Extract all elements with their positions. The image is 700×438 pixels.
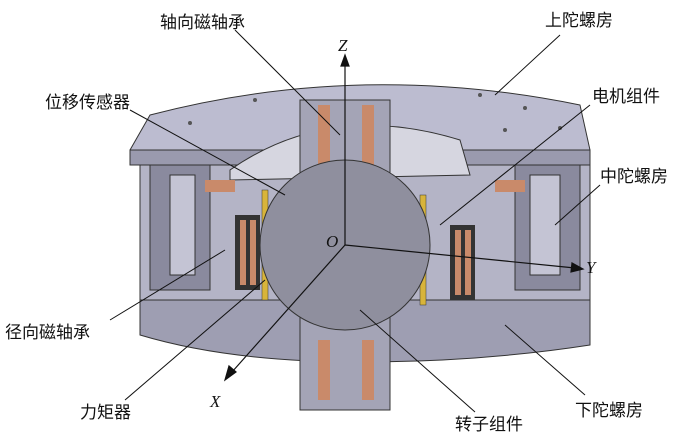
label-radial-bearing: 径向磁轴承	[5, 323, 90, 343]
label-lower-housing: 下陀螺房	[575, 401, 643, 421]
label-upper-housing: 上陀螺房	[545, 11, 613, 31]
label-middle-housing: 中陀螺房	[600, 167, 668, 187]
origin-label: O	[326, 232, 339, 251]
label-rotor-assembly: 转子组件	[455, 415, 523, 435]
axis-y-label: Y	[586, 258, 596, 277]
label-displacement-sensor: 位移传感器	[45, 93, 130, 113]
label-motor-assembly: 电机组件	[592, 87, 660, 107]
label-axial-bearing: 轴向磁轴承	[160, 13, 245, 33]
label-torquer: 力矩器	[80, 403, 131, 423]
radial-bearing-coils	[235, 215, 475, 300]
axis-z-label: Z	[338, 36, 348, 55]
axis-x-label: X	[210, 392, 221, 411]
